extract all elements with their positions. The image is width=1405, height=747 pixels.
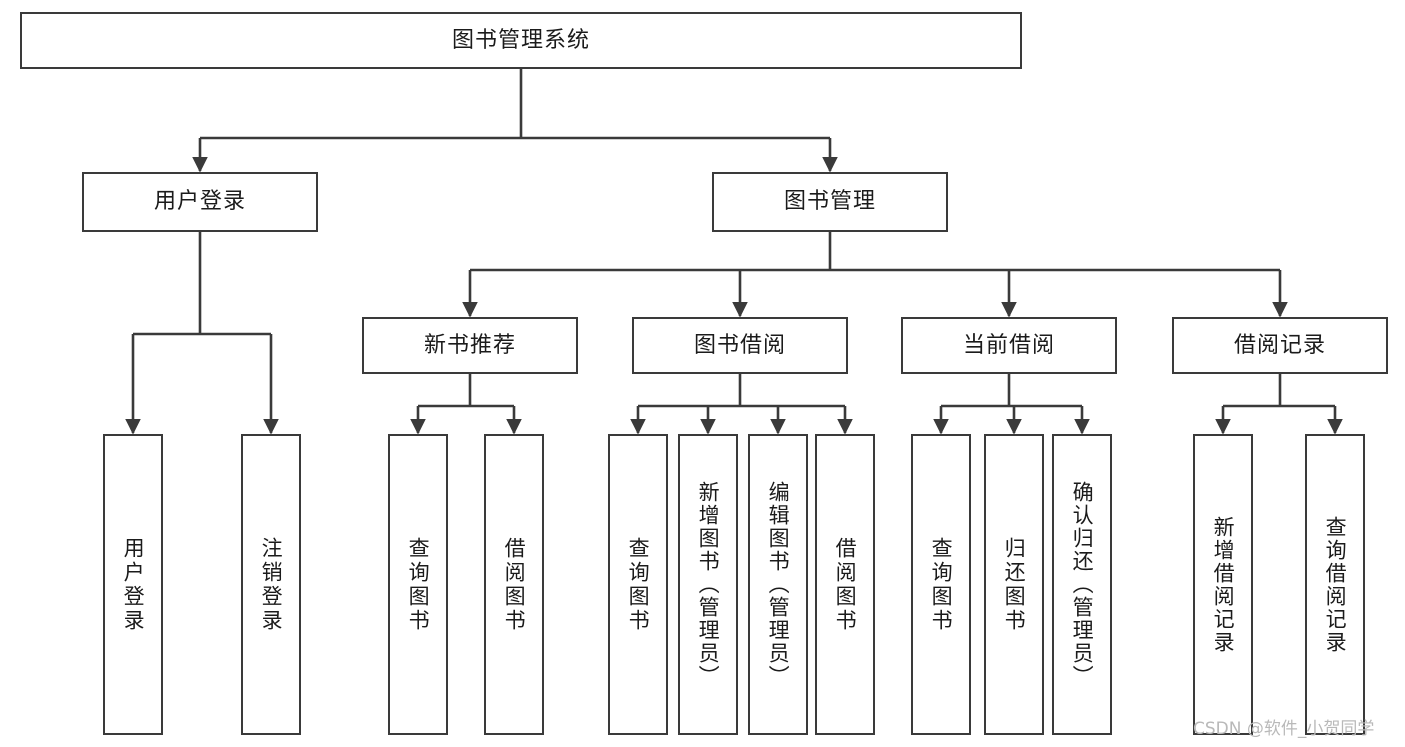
node-leaf-query-book-3[interactable]: 查询图书: [911, 434, 971, 735]
node-leaf-user-login[interactable]: 用户登录: [103, 434, 163, 735]
node-leaf-return-book[interactable]: 归还图书: [984, 434, 1044, 735]
node-user-login[interactable]: 用户登录: [82, 172, 318, 232]
node-leaf-confirm-return-admin[interactable]: 确认归还（管理员）: [1052, 434, 1112, 735]
watermark-credit: CSDN @软件_小贺同学: [1193, 719, 1375, 739]
node-borrow-record[interactable]: 借阅记录: [1172, 317, 1388, 374]
node-current-borrow[interactable]: 当前借阅: [901, 317, 1117, 374]
node-book-borrow[interactable]: 图书借阅: [632, 317, 848, 374]
node-leaf-query-book-1[interactable]: 查询图书: [388, 434, 448, 735]
node-leaf-logout[interactable]: 注销登录: [241, 434, 301, 735]
node-leaf-borrow-book-2[interactable]: 借阅图书: [815, 434, 875, 735]
node-new-book-recommend[interactable]: 新书推荐: [362, 317, 578, 374]
node-leaf-add-borrow-record[interactable]: 新增借阅记录: [1193, 434, 1253, 735]
node-leaf-borrow-book-1[interactable]: 借阅图书: [484, 434, 544, 735]
node-root[interactable]: 图书管理系统: [20, 12, 1022, 69]
node-book-manage[interactable]: 图书管理: [712, 172, 948, 232]
connector-paths: [125, 69, 1343, 435]
node-leaf-query-book-2[interactable]: 查询图书: [608, 434, 668, 735]
node-leaf-edit-book-admin[interactable]: 编辑图书（管理员）: [748, 434, 808, 735]
node-leaf-query-borrow-record[interactable]: 查询借阅记录: [1305, 434, 1365, 735]
node-leaf-add-book-admin[interactable]: 新增图书（管理员）: [678, 434, 738, 735]
